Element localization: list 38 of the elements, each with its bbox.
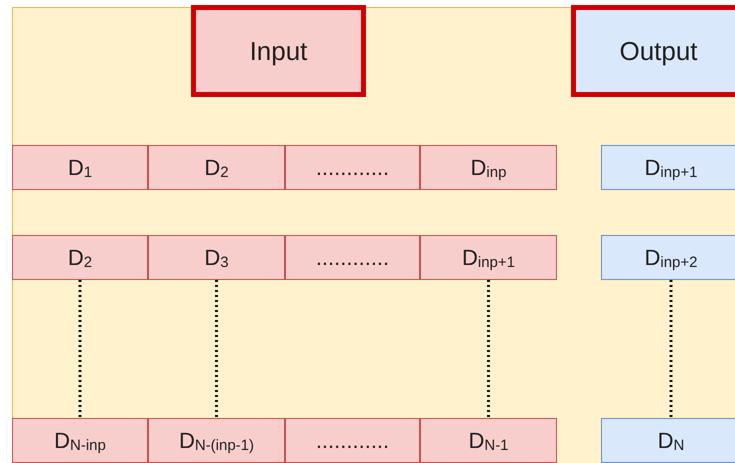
cell-label: D$_{2}$ bbox=[204, 156, 229, 178]
cell-label: D$_{inp}$ bbox=[470, 156, 506, 178]
cell-label: Output bbox=[619, 38, 698, 64]
data-cell bbox=[420, 235, 557, 280]
data-cell bbox=[285, 145, 420, 190]
data-cell bbox=[285, 418, 420, 463]
dotted-connector bbox=[670, 280, 672, 418]
cell-label: D$_{inp+2}$ bbox=[644, 246, 698, 268]
data-cell bbox=[420, 145, 557, 190]
data-cell bbox=[148, 235, 285, 280]
cell-label: ............ bbox=[316, 156, 390, 178]
cell-label: D$_{N-1}$ bbox=[468, 430, 509, 452]
dotted-connector bbox=[487, 280, 490, 418]
data-cell bbox=[12, 235, 148, 280]
dotted-connector bbox=[215, 280, 218, 418]
cell-label: D$_{N}$ bbox=[658, 430, 684, 452]
dotted-connector bbox=[78, 280, 82, 418]
data-cell bbox=[601, 235, 735, 280]
data-cell bbox=[12, 418, 148, 463]
data-cell bbox=[148, 418, 285, 463]
data-cell bbox=[148, 145, 285, 190]
cell-label: ............ bbox=[316, 430, 390, 452]
data-cell bbox=[285, 235, 420, 280]
cell-label: D$_{2}$ bbox=[68, 246, 92, 268]
cell-label: D$_{1}$ bbox=[68, 156, 92, 178]
data-cell bbox=[601, 418, 735, 463]
cell-label: D$_{inp+1}$ bbox=[462, 246, 515, 268]
cell-label: D$_{N-inp}$ bbox=[54, 430, 106, 452]
cell-label: Input bbox=[250, 38, 308, 64]
input-box bbox=[191, 5, 366, 97]
data-cell bbox=[12, 145, 148, 190]
output-box bbox=[571, 5, 735, 97]
cell-label: D$_{inp+1}$ bbox=[644, 156, 698, 178]
cell-label: D$_{3}$ bbox=[204, 246, 229, 268]
data-cell bbox=[420, 418, 557, 463]
cell-label: D$_{N-(inp-1)}$ bbox=[178, 430, 254, 452]
data-cell bbox=[601, 145, 735, 190]
cell-label: ............ bbox=[316, 246, 390, 268]
